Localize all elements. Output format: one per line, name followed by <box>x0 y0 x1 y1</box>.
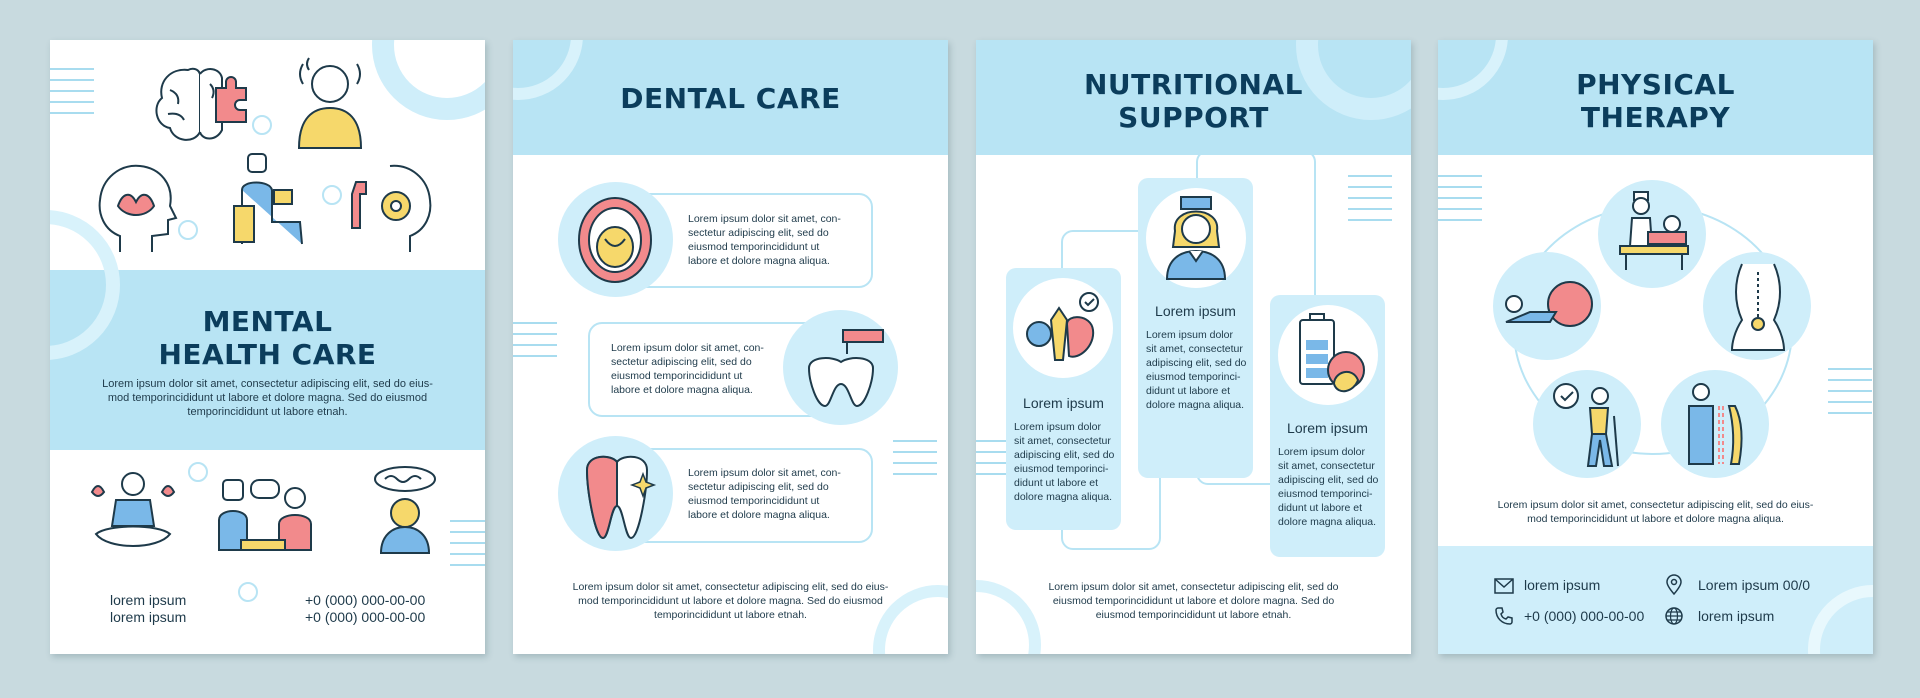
massage-icon <box>1619 191 1689 270</box>
mail-icon <box>1494 578 1514 594</box>
decor-stripes <box>1348 175 1392 227</box>
posture-icon <box>1688 383 1743 465</box>
title-band-left <box>976 40 1076 155</box>
nurse-icon <box>1165 196 1227 280</box>
footer-text: Lorem ipsum dolor sit amet, consectetur … <box>1048 581 1339 621</box>
contact-left: lorem ipsum lorem ipsum <box>110 592 187 625</box>
phone-icon <box>1495 607 1513 625</box>
stressed-person-icon <box>374 466 436 554</box>
contact-location: Lorem ipsum 00/0 <box>1698 577 1811 593</box>
brain-puzzle-icon <box>155 67 247 141</box>
contact-email[interactable]: lorem ipsum <box>1524 577 1601 593</box>
decor-stripes <box>1828 368 1872 420</box>
anxious-person-icon <box>297 57 363 149</box>
lotus-head-icon <box>98 164 178 252</box>
card-text: Lorem ipsum dolor sit amet, con-sectetur… <box>688 213 841 267</box>
card-text: Lorem ipsum dolor sit amet, con-sectetur… <box>611 342 764 396</box>
nutritional-support-page: NUTRITIONAL SUPPORT Lorem ipsum Lorem ip… <box>976 40 1411 654</box>
mental-health-page: MENTAL HEALTH CARE Lorem ipsum dolor sit… <box>50 40 485 654</box>
patient-armchair-icon <box>233 153 303 245</box>
dental-drill-icon <box>807 329 884 408</box>
footer-text: Lorem ipsum dolor sit amet, consectetur … <box>572 581 889 621</box>
column-label: Lorem ipsum <box>1155 303 1236 319</box>
page-title: PHYSICAL THERAPY <box>1576 68 1735 134</box>
spine-icon <box>1730 263 1786 351</box>
elderly-walker-icon <box>1553 383 1619 467</box>
decor-stripes <box>450 520 485 572</box>
decor-dot <box>178 220 198 240</box>
therapy-session-icon <box>218 479 312 551</box>
decor-ring <box>372 40 485 120</box>
decor-stripes <box>50 68 94 120</box>
description: Lorem ipsum dolor sit amet, consectetur … <box>102 378 433 418</box>
decor-dot <box>188 462 208 482</box>
location-pin-icon <box>1666 574 1682 596</box>
column-label: Lorem ipsum <box>1023 395 1104 411</box>
page-title: DENTAL CARE <box>620 82 841 115</box>
gear-head-icon <box>351 164 432 252</box>
dental-care-page: DENTAL CARE Lorem ipsum dolor sit amet, … <box>513 40 948 654</box>
healthy-food-icon <box>1026 292 1099 361</box>
title-band <box>1438 40 1873 155</box>
page-title: MENTAL HEALTH CARE <box>158 305 377 371</box>
page-title: NUTRITIONAL SUPPORT <box>1083 68 1303 134</box>
decor-stripes <box>1438 175 1482 227</box>
battery-apple-icon <box>1299 313 1365 393</box>
decor-stripes <box>893 440 937 492</box>
clean-tooth-icon <box>585 455 657 540</box>
contact-web[interactable]: lorem ipsum <box>1698 608 1775 624</box>
title-band <box>50 270 485 450</box>
decor-stripes <box>976 440 1020 492</box>
contact-band <box>1438 546 1873 654</box>
icon-circle <box>1533 370 1641 478</box>
decor-stripes <box>513 322 557 374</box>
description: Lorem ipsum dolor sit amet, consectetur … <box>1497 499 1814 525</box>
contact-phones: +0 (000) 000-00-00 +0 (000) 000-00-00 <box>305 592 426 625</box>
contact-phone[interactable]: +0 (000) 000-00-00 <box>1524 608 1645 624</box>
decor-dot <box>252 115 272 135</box>
open-mouth-icon <box>578 197 652 283</box>
meditation-icon <box>90 472 176 547</box>
column-label: Lorem ipsum <box>1287 420 1368 436</box>
physical-therapy-page: PHYSICAL THERAPY <box>1438 40 1873 654</box>
globe-icon <box>1665 607 1683 625</box>
decor-dot <box>322 185 342 205</box>
icon-circle <box>1661 370 1769 478</box>
exercise-ball-icon <box>1505 281 1593 327</box>
card-text: Lorem ipsum dolor sit amet, con-sectetur… <box>688 467 841 521</box>
title-band <box>513 40 948 155</box>
decor-dot <box>238 582 258 602</box>
